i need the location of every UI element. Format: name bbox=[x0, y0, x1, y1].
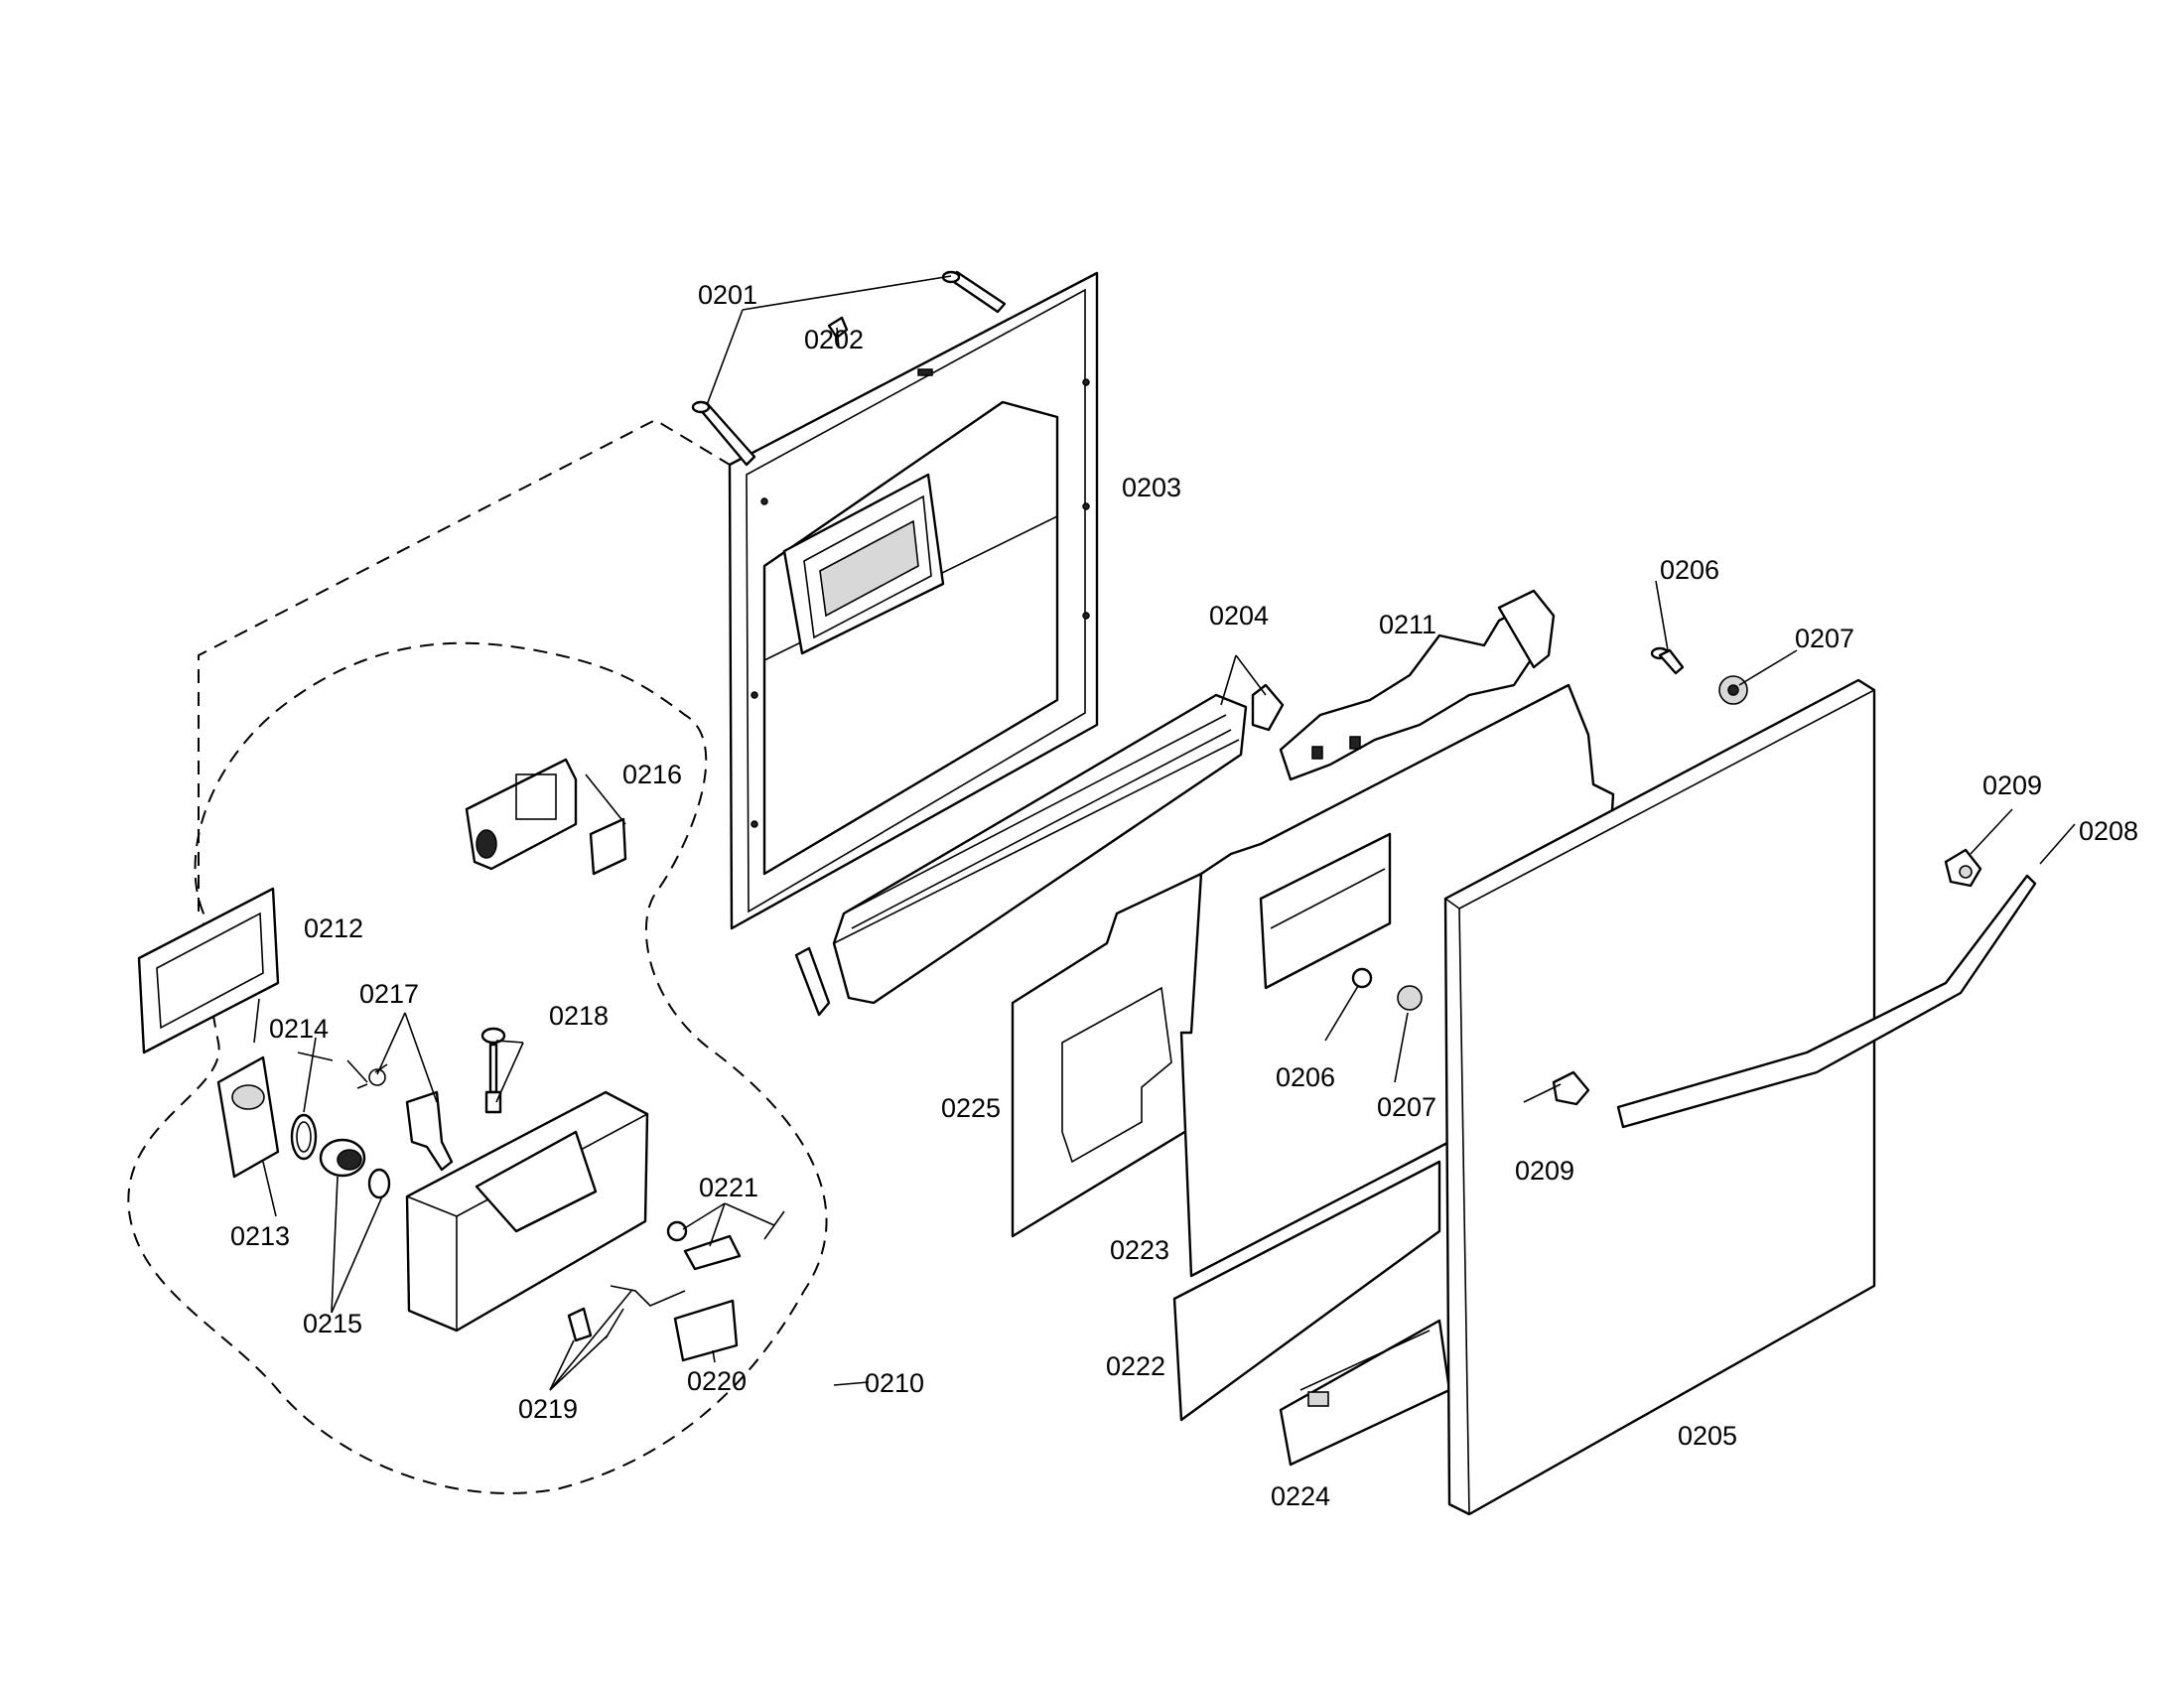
label-0201: 0201 bbox=[698, 280, 757, 310]
label-0217: 0217 bbox=[359, 979, 419, 1009]
lever-icon bbox=[405, 1090, 454, 1172]
label-0218: 0218 bbox=[549, 1001, 609, 1031]
leader-lines bbox=[253, 275, 2076, 1391]
label-0223: 0223 bbox=[1110, 1235, 1169, 1265]
dispenser-housing-0216 bbox=[465, 758, 627, 876]
assembly-0210-outline bbox=[127, 641, 828, 1494]
inner-door-liner bbox=[728, 271, 1099, 930]
label-0216: 0216 bbox=[622, 760, 682, 789]
label-0207-top: 0207 bbox=[1795, 624, 1854, 653]
label-0208: 0208 bbox=[2079, 816, 2138, 846]
screw-icon bbox=[691, 400, 756, 467]
label-0225: 0225 bbox=[941, 1093, 1001, 1123]
lever-icon bbox=[610, 1285, 686, 1307]
seal-frame-0212 bbox=[137, 887, 280, 1054]
label-0209-mid: 0209 bbox=[1515, 1156, 1574, 1186]
bracket-0224 bbox=[1279, 1319, 1451, 1467]
o-ring-icon bbox=[290, 1113, 318, 1161]
label-0209-top: 0209 bbox=[1982, 771, 2042, 800]
part-labels: 0201 0202 0203 0204 0205 0206 0206 0207 … bbox=[230, 280, 2138, 1511]
screw-icon bbox=[941, 270, 1007, 314]
label-0219: 0219 bbox=[518, 1394, 578, 1424]
lock-switch-icon bbox=[673, 1299, 739, 1362]
dispenser-lid-0213 bbox=[216, 1055, 280, 1179]
label-0206-top: 0206 bbox=[1660, 555, 1719, 585]
hinge-bracket bbox=[1279, 589, 1556, 781]
label-0222: 0222 bbox=[1106, 1351, 1165, 1381]
label-0205: 0205 bbox=[1678, 1421, 1737, 1451]
label-0202: 0202 bbox=[804, 325, 864, 354]
panel-0223 bbox=[1179, 683, 1615, 1278]
lever-icon bbox=[683, 1234, 742, 1271]
clip-icon bbox=[567, 1307, 593, 1342]
screw-icon bbox=[1650, 646, 1685, 675]
label-0206-mid: 0206 bbox=[1276, 1062, 1335, 1092]
dispenser-body bbox=[405, 1090, 649, 1333]
label-0211: 0211 bbox=[1379, 610, 1436, 639]
small-screw-icon bbox=[827, 316, 849, 340]
spring-icon bbox=[605, 1308, 624, 1339]
label-0213: 0213 bbox=[230, 1221, 290, 1251]
label-0224: 0224 bbox=[1271, 1481, 1330, 1511]
nut-icon bbox=[1718, 675, 1748, 705]
panel-0222 bbox=[1172, 1160, 1441, 1422]
label-0214: 0214 bbox=[269, 1014, 329, 1044]
label-0221: 0221 bbox=[699, 1173, 758, 1202]
end-cap-icon bbox=[1552, 1070, 1590, 1106]
ball-icon bbox=[666, 1220, 688, 1242]
float-valve-icon bbox=[480, 1027, 506, 1114]
label-0204: 0204 bbox=[1209, 601, 1269, 631]
cap-assembly-icon bbox=[319, 1138, 366, 1178]
label-0220: 0220 bbox=[687, 1366, 747, 1396]
insulation-panel-0225 bbox=[1011, 872, 1203, 1238]
label-0210: 0210 bbox=[865, 1368, 924, 1398]
o-ring-icon bbox=[367, 1168, 391, 1199]
label-0203: 0203 bbox=[1122, 473, 1181, 502]
end-cap-icon bbox=[1944, 848, 1982, 888]
assembly-leader-dash bbox=[198, 418, 731, 912]
bottom-rail bbox=[794, 683, 1285, 1017]
label-0215: 0215 bbox=[303, 1309, 362, 1338]
label-0212: 0212 bbox=[304, 913, 363, 943]
spring-icon bbox=[356, 1068, 386, 1089]
door-handle bbox=[1616, 874, 2037, 1129]
label-0207-mid: 0207 bbox=[1377, 1092, 1436, 1122]
